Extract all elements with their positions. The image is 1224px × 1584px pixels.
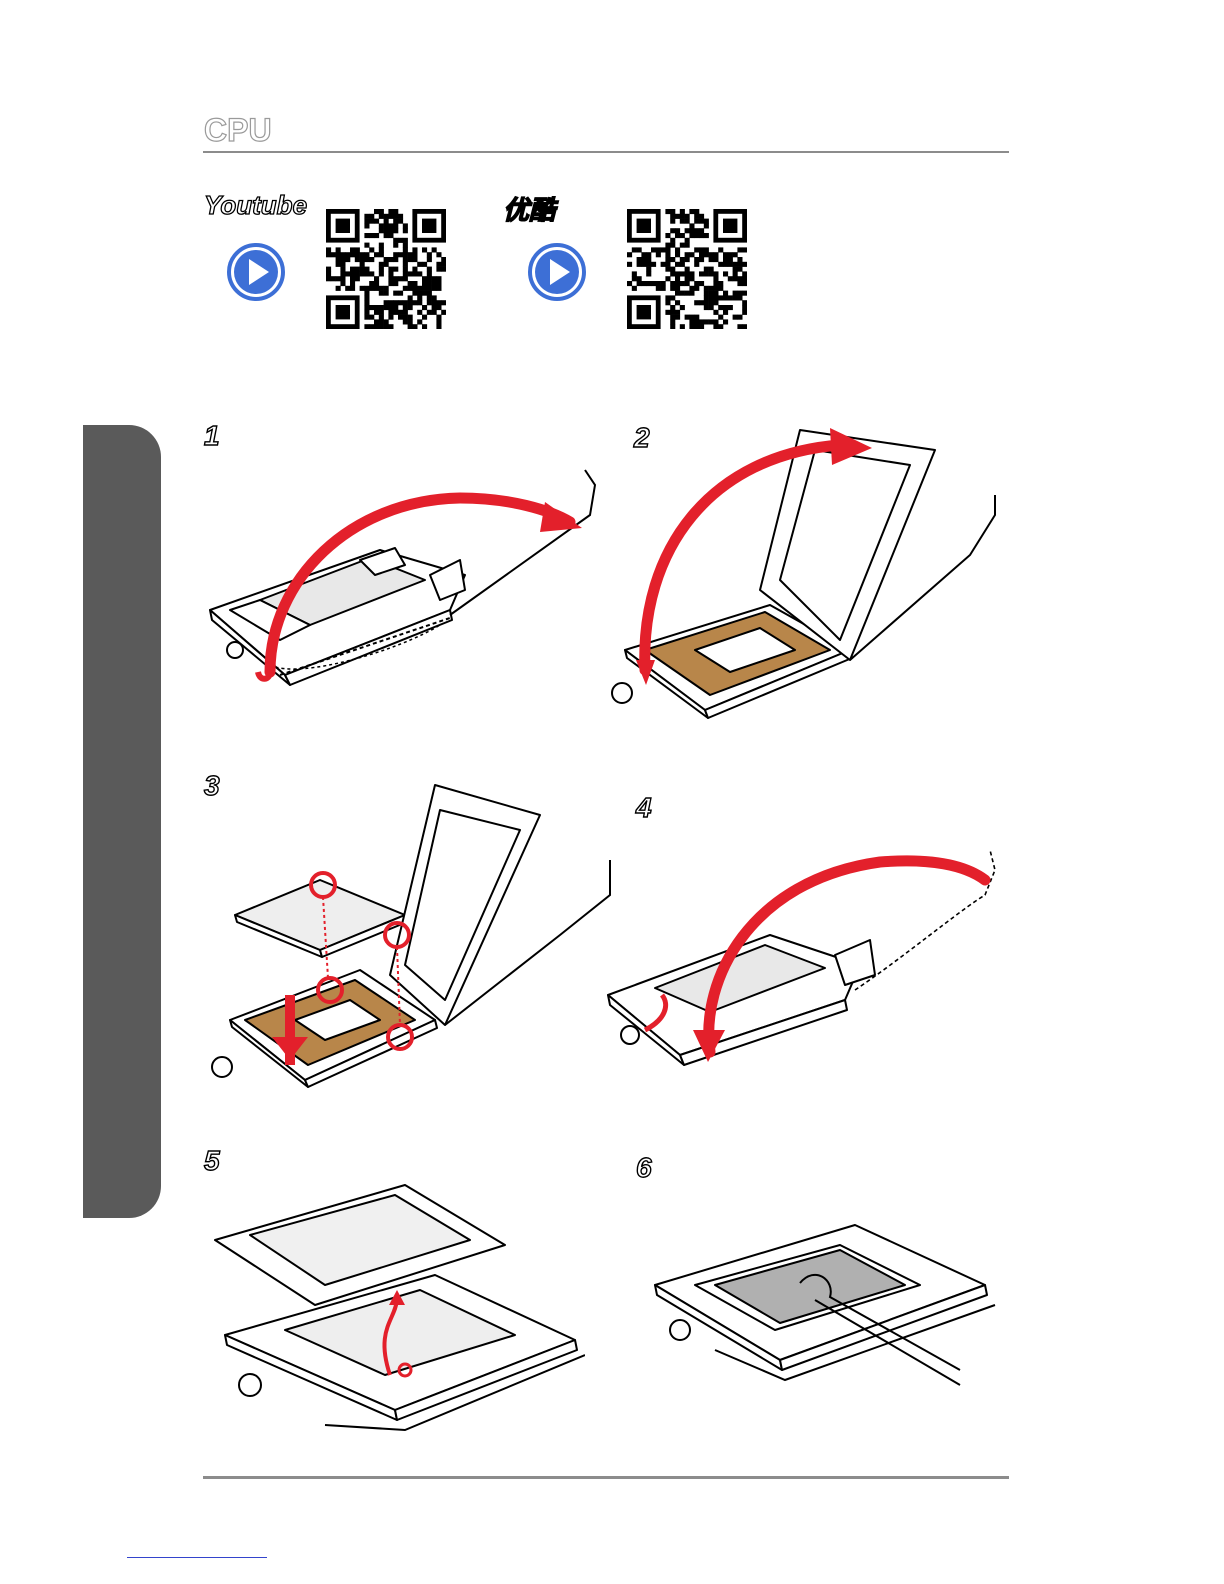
footer-link-underline xyxy=(127,1557,267,1558)
step-6-number: 6 xyxy=(636,1152,652,1184)
step-2-illustration xyxy=(600,410,1010,720)
side-chapter-tab xyxy=(83,425,161,1218)
step-3-illustration xyxy=(200,775,620,1095)
title-divider xyxy=(203,151,1009,153)
youku-qr-code[interactable] xyxy=(627,209,747,329)
youtube-play-icon[interactable] xyxy=(225,241,287,303)
page-title: CPU xyxy=(204,112,272,149)
youtube-label: Youtube xyxy=(204,190,307,221)
youku-play-icon[interactable] xyxy=(526,241,588,303)
step-4-number: 4 xyxy=(636,792,652,824)
youku-label: 优酷 xyxy=(503,190,555,227)
footer-divider xyxy=(203,1476,1009,1479)
step-6-illustration xyxy=(640,1205,1000,1425)
step-1-number: 1 xyxy=(204,420,220,452)
step-4-illustration xyxy=(600,840,1010,1070)
step-1-illustration xyxy=(200,460,610,720)
step-5-illustration xyxy=(205,1170,585,1440)
youtube-qr-code[interactable] xyxy=(326,209,446,329)
